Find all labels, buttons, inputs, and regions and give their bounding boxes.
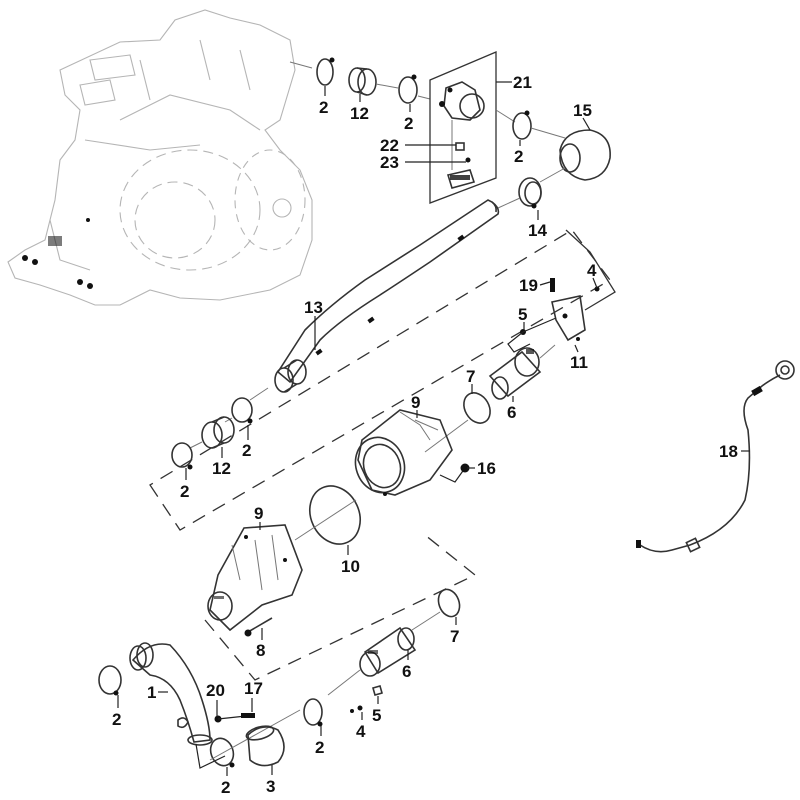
callout-4[interactable]: 4 — [587, 261, 597, 280]
housing-part-upper[interactable] — [348, 409, 453, 500]
callout-15[interactable]: 15 — [573, 101, 592, 120]
sensor-part[interactable] — [446, 169, 476, 189]
bolt-part[interactable] — [550, 278, 555, 292]
spring-part[interactable] — [455, 142, 465, 151]
callout-6[interactable]: 6 — [402, 662, 411, 681]
callout-2[interactable]: 2 — [404, 114, 413, 133]
callout-2[interactable]: 2 — [180, 482, 189, 501]
callout-2[interactable]: 2 — [319, 98, 328, 117]
callout-13[interactable]: 13 — [304, 298, 323, 317]
callout-19[interactable]: 19 — [519, 276, 538, 295]
hose-clamp-part[interactable] — [398, 76, 418, 104]
callout-2[interactable]: 2 — [221, 778, 230, 797]
callout-2[interactable]: 2 — [242, 441, 251, 460]
boot-part[interactable] — [559, 129, 611, 181]
callout-22[interactable]: 22 — [380, 136, 399, 155]
hose-clamp-part[interactable] — [171, 442, 193, 468]
screw-part[interactable] — [357, 705, 363, 711]
leader-lines — [117, 81, 750, 776]
callout-9[interactable]: 9 — [254, 504, 263, 523]
callout-7[interactable]: 7 — [450, 627, 459, 646]
callout-16[interactable]: 16 — [477, 459, 496, 478]
o-ring-part[interactable] — [459, 388, 496, 428]
group-bracket-lower — [204, 534, 477, 681]
callout-7[interactable]: 7 — [466, 367, 475, 386]
throttle-body-part[interactable] — [439, 81, 485, 121]
callout-10[interactable]: 10 — [341, 557, 360, 576]
bracket-part[interactable] — [551, 295, 586, 342]
hose-clamp-part[interactable] — [316, 58, 334, 86]
nut-part[interactable] — [460, 463, 470, 473]
callout-12[interactable]: 12 — [350, 104, 369, 123]
callout-20[interactable]: 20 — [206, 681, 225, 700]
upper-right-parts — [495, 109, 611, 209]
lower-duct-part[interactable] — [129, 642, 213, 746]
duct-sleeve-part[interactable] — [488, 347, 542, 400]
sleeve-upper — [424, 344, 556, 453]
intake-tube-part[interactable] — [274, 199, 500, 393]
cable-part[interactable] — [636, 360, 795, 553]
callout-1[interactable]: 1 — [147, 683, 156, 702]
boot-part[interactable] — [245, 724, 285, 767]
callout-labels: 2 12 2 21 22 23 2 15 14 19 4 5 11 13 7 6… — [112, 73, 738, 797]
coupler-part[interactable] — [201, 416, 235, 449]
housing-part-lower[interactable] — [207, 524, 303, 632]
callout-5[interactable]: 5 — [518, 305, 527, 324]
bolt-part[interactable] — [241, 713, 255, 718]
callout-2[interactable]: 2 — [315, 738, 324, 757]
callout-11[interactable]: 11 — [570, 353, 588, 372]
o-ring-part[interactable] — [435, 586, 463, 619]
coupler-part[interactable] — [348, 67, 377, 96]
hose-clamp-part[interactable] — [303, 698, 323, 726]
nut-part[interactable] — [372, 685, 383, 696]
bolt-part[interactable] — [244, 617, 273, 637]
engine-illustration — [7, 9, 313, 306]
callout-5[interactable]: 5 — [372, 706, 381, 725]
hose-clamp-part[interactable] — [512, 112, 532, 140]
callout-14[interactable]: 14 — [528, 221, 547, 240]
callout-2[interactable]: 2 — [112, 710, 121, 729]
callout-9[interactable]: 9 — [411, 393, 420, 412]
callout-17[interactable]: 17 — [244, 679, 263, 698]
hose-clamp-part[interactable] — [98, 665, 122, 695]
callout-21[interactable]: 21 — [513, 73, 532, 92]
clamp-ring-part[interactable] — [518, 177, 542, 209]
callout-3[interactable]: 3 — [266, 777, 275, 796]
callout-18[interactable]: 18 — [719, 442, 738, 461]
screw-part[interactable] — [594, 286, 600, 292]
callout-12[interactable]: 12 — [212, 459, 231, 478]
lower-clamp-row — [171, 387, 269, 470]
callout-2[interactable]: 2 — [514, 147, 523, 166]
bracket-assembly — [507, 229, 616, 353]
callout-6[interactable]: 6 — [507, 403, 516, 422]
large-o-ring-part[interactable] — [301, 478, 370, 553]
group-bracket-middle — [149, 229, 611, 531]
top-clamp-row — [289, 57, 431, 104]
callout-8[interactable]: 8 — [256, 641, 265, 660]
throttle-body-assembly[interactable] — [429, 51, 497, 204]
callout-23[interactable]: 23 — [380, 153, 399, 172]
callout-4[interactable]: 4 — [356, 722, 366, 741]
hose-clamp-part[interactable] — [231, 397, 253, 423]
duct-sleeve-part[interactable] — [359, 626, 417, 677]
hose-clamp-part[interactable] — [207, 735, 237, 769]
